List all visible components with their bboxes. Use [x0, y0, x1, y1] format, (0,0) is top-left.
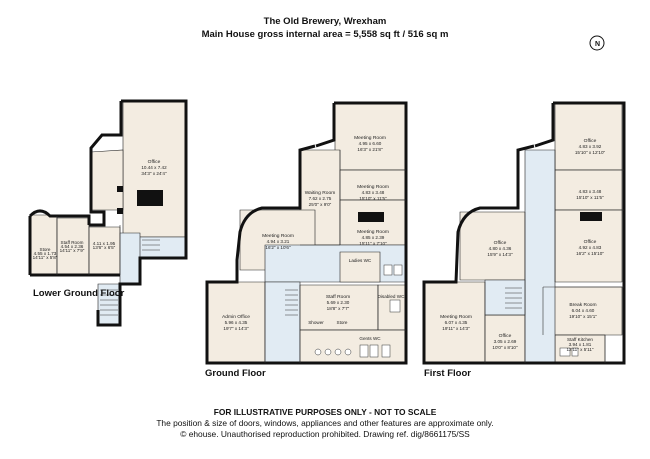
- gf-meet-left-name: Meeting Room: [262, 233, 294, 239]
- lg-office-name: Office: [148, 159, 161, 165]
- ff-off-mid-dims: 4.83 x 3.48: [579, 189, 602, 194]
- ff-off-top-dims: 4.83 x 3.92: [579, 144, 602, 149]
- ff-break-dims: 6.04 x 4.60: [572, 308, 595, 313]
- ff-off-sm-imp: 10'0" x 8'10": [492, 345, 518, 350]
- gf-waiting-dims: 7.62 x 2.75: [309, 196, 332, 201]
- lg-office-bay: [90, 149, 124, 211]
- ff-office-top: [554, 103, 623, 171]
- lg-small-dims: 4.11 x 1.95: [93, 241, 116, 246]
- ff-kitchen-name: Staff Kitchen: [567, 337, 593, 342]
- gf-hall: [264, 244, 406, 283]
- gf-meet-sm-name: Meeting Room: [357, 229, 389, 235]
- gf-staff-name: Staff Room: [326, 294, 350, 300]
- ff-meet-dims: 6.07 x 4.35: [445, 320, 468, 325]
- plan-subtitle: Main House gross internal area = 5,558 s…: [201, 29, 449, 40]
- ff-off-right-imp: 16'2" x 15'10": [576, 251, 604, 256]
- gf-admin-name: Admin Office: [222, 314, 250, 320]
- gf-staff-dims: 5.69 x 2.30: [327, 300, 350, 305]
- ground-floor-plan: Meeting Room 4.95 x 6.60 16'3" x 21'8" W…: [205, 101, 408, 365]
- lg-boiler: [137, 190, 163, 206]
- gf-meet-sm-imp: 15'11" x 7'10": [359, 241, 387, 246]
- gf-ladies-wc: [339, 251, 381, 283]
- ff-off-top-name: Office: [584, 138, 597, 144]
- gf-ladies-name: Ladies WC: [349, 258, 372, 263]
- plan-title: The Old Brewery, Wrexham: [263, 16, 387, 27]
- first-floor-plan: Office 4.83 x 3.92 15'10" x 12'10" 4.83 …: [422, 101, 626, 365]
- gf-disabled-name: Disabled WC: [378, 294, 405, 299]
- lower-ground-floor-label: Lower Ground Floor: [33, 288, 125, 299]
- gf-waiting-name: Waiting Room: [305, 190, 336, 196]
- ff-stairwell: [484, 279, 526, 316]
- lg-small-room: [88, 226, 121, 276]
- lg-small-imp: 13'6" x 6'5": [93, 245, 116, 250]
- lg-store-room: [29, 214, 58, 276]
- gf-admin-imp: 19'7" x 14'3": [223, 326, 249, 331]
- gf-meet-left-imp: 16'2" x 10'6": [265, 245, 291, 250]
- gf-meet-mid-dims: 4.83 x 3.48: [362, 190, 385, 195]
- gf-gents-name: Gents WC: [359, 336, 381, 341]
- ff-off-mid-imp: 15'10" x 11'5": [576, 195, 604, 200]
- ff-meet-name: Meeting Room: [440, 314, 472, 320]
- disclaimer-text: The position & size of doors, windows, a…: [156, 418, 494, 428]
- ff-kitchen-dims: 3.94 x 1.81: [569, 342, 592, 347]
- lg-corridor: [119, 232, 141, 285]
- lg-store-dims: 4.55 x 1.73: [34, 251, 57, 256]
- gf-meet-left-dims: 4.94 x 3.21: [267, 239, 290, 244]
- lg-store-name: Store: [40, 247, 51, 252]
- lg-office-imp: 34'3" x 24'4": [141, 171, 167, 176]
- ff-off-left-dims: 4.80 x 4.36: [489, 246, 512, 251]
- ff-meet-imp: 19'11" x 14'3": [442, 326, 470, 331]
- gf-store-name: Store: [337, 320, 348, 325]
- ff-landing: [524, 149, 556, 363]
- gf-shower-name: Shower: [308, 320, 324, 325]
- ff-off-top-imp: 15'10" x 12'10": [575, 150, 606, 155]
- gf-meet-top-name: Meeting Room: [354, 135, 386, 141]
- gf-hall-lower: [264, 281, 301, 363]
- north-arrow-icon: N: [589, 35, 605, 51]
- gf-meet-top-imp: 16'3" x 21'8": [357, 147, 383, 152]
- gf-admin-dims: 5.96 x 4.35: [225, 320, 248, 325]
- ff-off-left-imp: 15'9" x 14'3": [487, 252, 513, 257]
- lg-store-imp: 14'11" x 5'8": [33, 255, 58, 260]
- ff-off-right-dims: 4.92 x 4.83: [579, 245, 602, 250]
- ff-kitchen-imp: 12'11" x 5'11": [566, 347, 593, 352]
- ff-off-sm-dims: 3.05 x 2.69: [494, 339, 517, 344]
- lg-staff-imp: 14'11" x 7'9": [60, 248, 85, 253]
- ground-floor-label: Ground Floor: [205, 368, 266, 379]
- lg-staff-dims: 4.54 x 2.36: [61, 244, 84, 249]
- gf-meet-mid-name: Meeting Room: [357, 184, 389, 190]
- ff-break-name: Break Room: [569, 302, 596, 308]
- ff-break-imp: 19'10" x 15'1": [569, 314, 597, 319]
- ff-off-left-name: Office: [494, 240, 507, 246]
- ff-off-right-name: Office: [584, 239, 597, 245]
- lg-staff-name: Staff Room: [61, 240, 84, 245]
- north-letter: N: [595, 41, 600, 48]
- first-floor-label: First Floor: [424, 368, 471, 379]
- gf-staff-imp: 18'8" x 7'7": [327, 306, 350, 311]
- gf-meet-mid-imp: 15'10" x 11'5": [359, 196, 387, 201]
- copyright-text: © ehouse. Unauthorised reproduction proh…: [180, 429, 470, 439]
- ff-off-sm-name: Office: [499, 333, 512, 339]
- lower-ground-floor-plan: Office 10.44 x 7.42 34'3" x 24'4" Store …: [28, 99, 188, 327]
- lg-office-dims: 10.44 x 7.42: [141, 165, 167, 170]
- gf-waiting-imp: 25'0" x 9'0": [309, 202, 332, 207]
- disclaimer-heading: FOR ILLUSTRATIVE PURPOSES ONLY - NOT TO …: [213, 407, 437, 417]
- gf-meet-top-dims: 4.95 x 6.60: [359, 141, 382, 146]
- gf-meet-sm-dims: 4.85 x 2.39: [362, 235, 385, 240]
